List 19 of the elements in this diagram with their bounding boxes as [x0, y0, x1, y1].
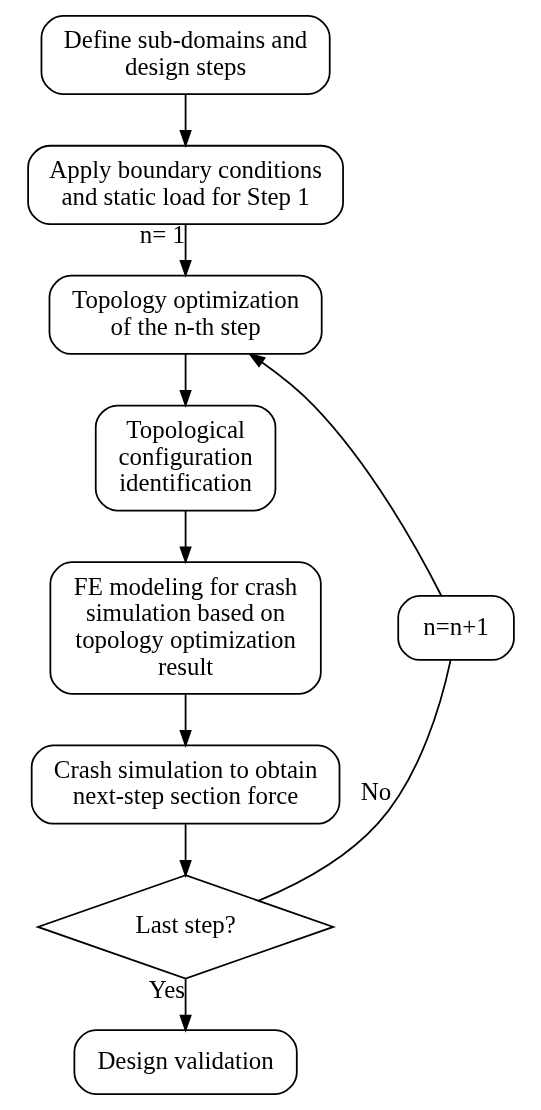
node-box: Crash simulation to obtain next-step section force: [30, 744, 340, 825]
arrow: [178, 978, 192, 1033]
arrow: [178, 353, 192, 408]
arrow: [178, 823, 192, 878]
node-box: Topological configuration identification: [94, 404, 276, 512]
node-box: Design validation: [73, 1029, 298, 1096]
node-box: Define sub-domains and design steps: [40, 14, 331, 96]
arrow: [178, 223, 192, 278]
node-box: Apply boundary conditions and static load for Step 1: [26, 144, 344, 225]
arrow: [247, 352, 442, 597]
node-diamond: Last step?: [34, 874, 336, 980]
node-box: Topology optimization of the n-th step: [48, 274, 323, 355]
node-box: n=n+1: [396, 595, 515, 661]
arrow: [178, 693, 192, 748]
arrow: [178, 93, 192, 148]
node-box: FE modeling for crash simulation based on topology optimization result: [48, 561, 322, 695]
connector: [257, 659, 451, 902]
edge-label: No: [360, 778, 391, 806]
arrow: [178, 509, 192, 565]
